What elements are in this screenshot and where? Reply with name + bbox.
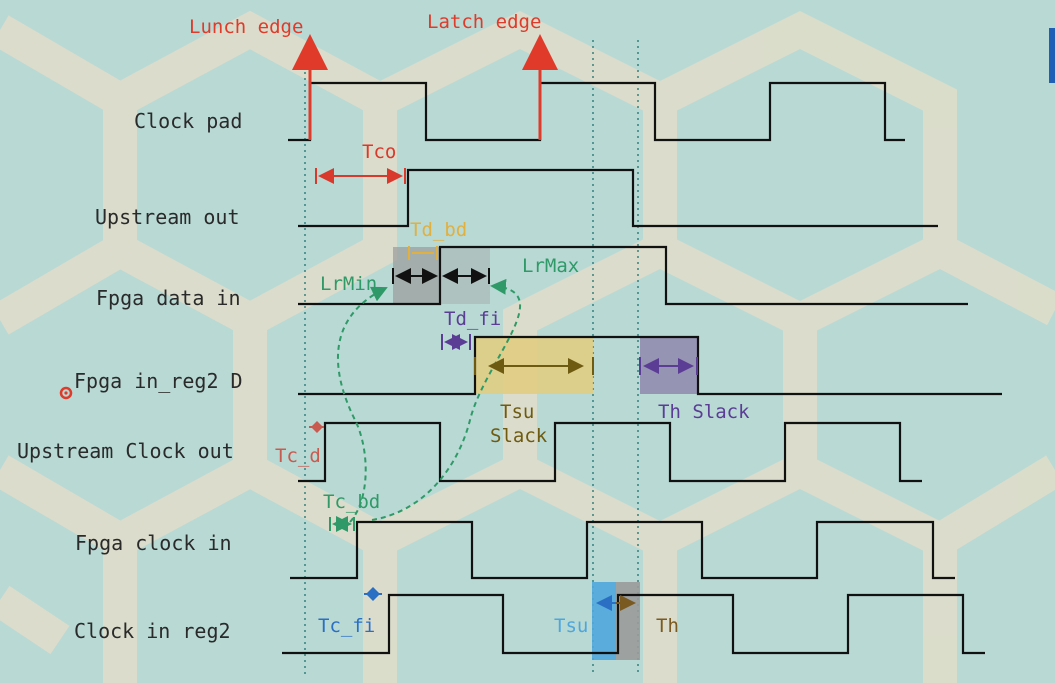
- td-bd-marker: [408, 246, 438, 260]
- lr-dashed-paths: [337, 278, 522, 523]
- wave-fpga-data-in: [298, 245, 968, 306]
- waveforms: [282, 81, 1002, 655]
- signal-labels: Clock pad Upstream out Fpga data in Fpga…: [17, 109, 243, 643]
- tc-fi-marker: [364, 587, 382, 601]
- cursor-marker: [59, 386, 73, 400]
- signal-label-fpga-in-reg2-d: Fpga in_reg2 D: [74, 369, 243, 393]
- lrmax-path: [371, 278, 522, 521]
- lrmax-label: LrMax: [522, 255, 579, 277]
- tco-marker: [315, 168, 406, 184]
- th-label: Th: [656, 615, 679, 637]
- signal-label-clock-pad: Clock pad: [134, 109, 242, 133]
- latch-edge-label: Latch edge: [427, 11, 541, 33]
- td-fi-label: Td_fi: [444, 308, 501, 330]
- signal-label-fpga-clock-in: Fpga clock in: [75, 531, 232, 555]
- signal-label-clock-in-reg2: Clock in reg2: [74, 619, 231, 643]
- launch-edge-label: Lunch edge: [189, 16, 303, 38]
- tc-bd-label: Tc_bd: [323, 491, 380, 513]
- signal-label-upstream-clock-out: Upstream Clock out: [17, 439, 234, 463]
- tsu-label: Tsu: [554, 615, 588, 637]
- th-shade: [616, 582, 640, 660]
- th-slack-label: Th Slack: [658, 401, 750, 423]
- wave-fpga-clock-in: [290, 520, 955, 580]
- wave-upstream-out: [298, 168, 938, 228]
- signal-label-fpga-data-in: Fpga data in: [96, 286, 241, 310]
- lrmin-path: [337, 286, 388, 523]
- tc-d-label: Tc_d: [275, 445, 321, 467]
- th-slack-marker: [639, 357, 698, 375]
- td-fi-marker: [441, 334, 471, 350]
- signal-label-upstream-out: Upstream out: [95, 205, 240, 229]
- lrmin-label: LrMin: [320, 273, 377, 295]
- td-bd-label: Td_bd: [410, 219, 467, 241]
- reference-lines: [304, 40, 639, 675]
- tsu-shade: [592, 582, 616, 660]
- wave-clock-pad: [288, 81, 905, 142]
- right-edge-strip: [1049, 28, 1055, 83]
- edge-markers: [292, 34, 558, 140]
- lr-markers: [392, 268, 490, 284]
- edge-labels: Lunch edge Latch edge: [189, 11, 541, 38]
- wave-upstream-clock-out: [298, 421, 922, 483]
- wave-clock-in-reg2: [282, 593, 985, 655]
- tsu-slack-marker: [474, 357, 594, 375]
- tsu-slack-label-1: Tsu: [500, 401, 534, 423]
- wave-fpga-in-reg2-d: [298, 335, 1002, 396]
- tsu-slack-label-2: Slack: [490, 425, 548, 447]
- tco-label: Tco: [362, 141, 396, 163]
- tc-d-marker: [309, 421, 324, 433]
- tc-bd-marker: [329, 516, 355, 532]
- tc-fi-label: Tc_fi: [318, 615, 375, 637]
- annotation-labels: Tco Td_bd LrMin LrMax Td_fi Tsu Slack Th…: [275, 141, 750, 637]
